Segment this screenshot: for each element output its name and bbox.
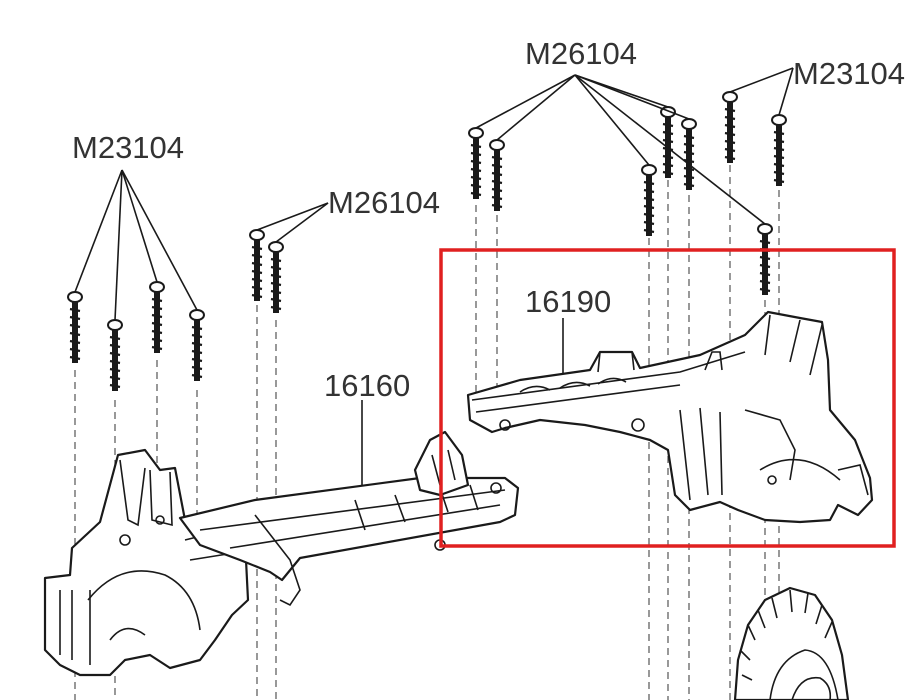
label-screw-group-top-right: M23104 <box>793 56 905 91</box>
screw <box>488 138 506 213</box>
center-rail-part <box>178 430 520 607</box>
screw <box>267 240 285 315</box>
highlighted-part-16190 <box>466 310 874 524</box>
label-screw-group-mid: M26104 <box>328 185 440 220</box>
screw-group-mid <box>248 228 285 315</box>
screw <box>659 105 677 180</box>
left-gearbox-housing <box>43 448 250 677</box>
screw-group-top-right <box>721 90 788 188</box>
screw <box>770 113 788 188</box>
label-part-center-rail: 16160 <box>324 368 410 403</box>
screw <box>467 126 485 201</box>
screw-group-top <box>467 105 774 297</box>
screw-group-left <box>66 280 206 393</box>
screw <box>756 222 774 297</box>
highlight-box <box>439 248 896 548</box>
screw <box>106 318 124 393</box>
label-part-highlighted: 16190 <box>525 284 611 319</box>
screw <box>248 228 266 303</box>
screw <box>721 90 739 165</box>
differential-gear <box>733 586 850 700</box>
leader-lines <box>74 67 794 485</box>
screw <box>66 290 84 365</box>
screw <box>188 308 206 383</box>
screw <box>680 117 698 192</box>
screw <box>148 280 166 355</box>
screw <box>640 163 658 238</box>
label-screw-group-top: M26104 <box>525 36 637 71</box>
label-screw-group-left: M23104 <box>72 130 184 165</box>
